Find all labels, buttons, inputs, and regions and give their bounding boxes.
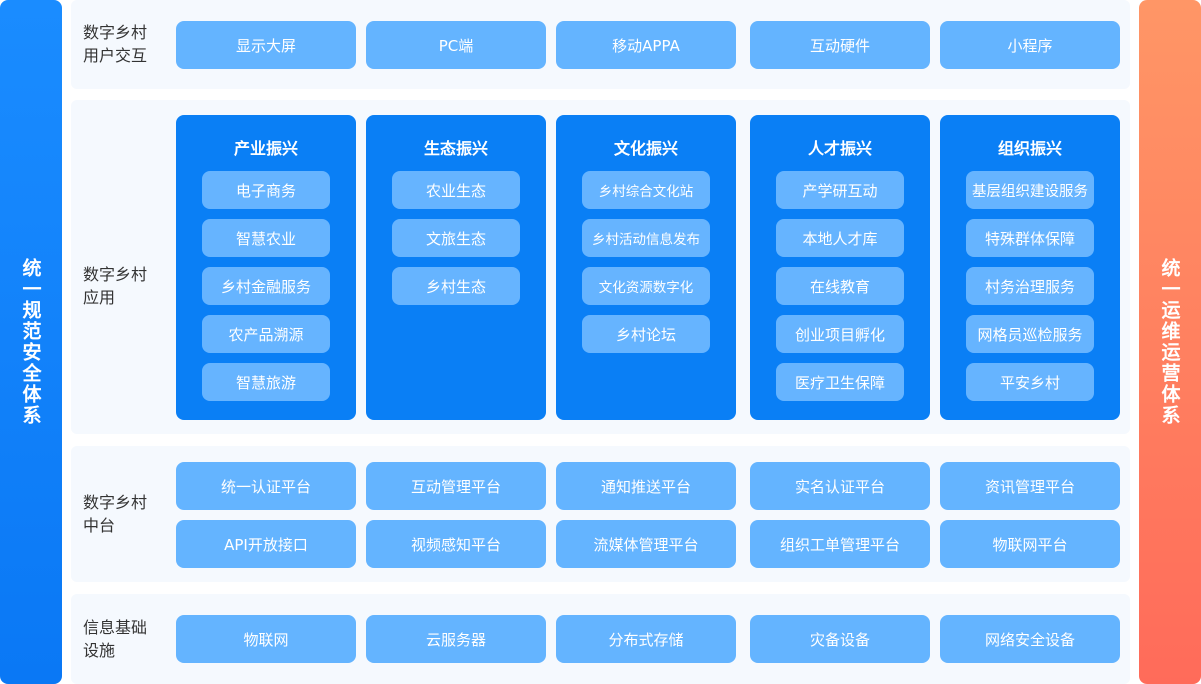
app-item[interactable]: 文旅生态	[392, 219, 520, 257]
infrastructure-item[interactable]: 灾备设备	[750, 615, 930, 663]
infrastructure-item[interactable]: 分布式存储	[556, 615, 736, 663]
app-item[interactable]: 平安乡村	[966, 363, 1094, 401]
middle-item[interactable]: 流媒体管理平台	[556, 520, 736, 568]
app-item[interactable]: 村务治理服务	[966, 267, 1094, 305]
row-label-middle: 数字乡村 中台	[83, 493, 148, 535]
interaction-item[interactable]: 移动APPA	[556, 21, 736, 69]
app-card-ecology: 生态振兴 农业生态 文旅生态 乡村生态	[366, 115, 546, 420]
interaction-item[interactable]: PC端	[366, 21, 546, 69]
middle-item[interactable]: 互动管理平台	[366, 462, 546, 510]
app-item[interactable]: 农产品溯源	[202, 315, 330, 353]
app-item[interactable]: 电子商务	[202, 171, 330, 209]
app-card-culture: 文化振兴 乡村综合文化站 乡村活动信息发布 文化资源数字化 乡村论坛	[556, 115, 736, 420]
middle-item[interactable]: 实名认证平台	[750, 462, 930, 510]
app-item[interactable]: 智慧旅游	[202, 363, 330, 401]
app-item[interactable]: 在线教育	[776, 267, 904, 305]
app-item[interactable]: 本地人才库	[776, 219, 904, 257]
row-label-application: 数字乡村 应用	[83, 265, 148, 307]
app-item[interactable]: 基层组织建设服务	[966, 171, 1094, 209]
row-label-interaction: 数字乡村 用户交互	[83, 23, 148, 65]
middle-item[interactable]: API开放接口	[176, 520, 356, 568]
app-item[interactable]: 乡村活动信息发布	[582, 219, 710, 257]
middle-item[interactable]: 物联网平台	[940, 520, 1120, 568]
middle-item[interactable]: 视频感知平台	[366, 520, 546, 568]
infrastructure-item[interactable]: 云服务器	[366, 615, 546, 663]
app-item[interactable]: 乡村生态	[392, 267, 520, 305]
app-item[interactable]: 乡村金融服务	[202, 267, 330, 305]
app-item[interactable]: 医疗卫生保障	[776, 363, 904, 401]
app-card-organization: 组织振兴 基层组织建设服务 特殊群体保障 村务治理服务 网格员巡检服务 平安乡村	[940, 115, 1120, 420]
app-item[interactable]: 乡村论坛	[582, 315, 710, 353]
app-card-title: 生态振兴	[423, 139, 488, 158]
app-item[interactable]: 文化资源数字化	[582, 267, 710, 305]
app-card-title: 产业振兴	[233, 139, 298, 158]
middle-item[interactable]: 统一认证平台	[176, 462, 356, 510]
infrastructure-item[interactable]: 物联网	[176, 615, 356, 663]
app-card-title: 组织振兴	[997, 139, 1062, 158]
app-item[interactable]: 特殊群体保障	[966, 219, 1094, 257]
right-operations-bar: 统一运维运营体系	[1139, 0, 1201, 684]
right-bar-label: 统一运维运营体系	[1158, 258, 1181, 426]
infrastructure-item[interactable]: 网络安全设备	[940, 615, 1120, 663]
app-item[interactable]: 农业生态	[392, 171, 520, 209]
app-card-industry: 产业振兴 电子商务 智慧农业 乡村金融服务 农产品溯源 智慧旅游	[176, 115, 356, 420]
app-card-title: 文化振兴	[613, 139, 678, 158]
app-item[interactable]: 智慧农业	[202, 219, 330, 257]
app-card-talent: 人才振兴 产学研互动 本地人才库 在线教育 创业项目孵化 医疗卫生保障	[750, 115, 930, 420]
middle-item[interactable]: 资讯管理平台	[940, 462, 1120, 510]
row-label-infrastructure: 信息基础 设施	[83, 618, 148, 660]
left-bar-label: 统一规范安全体系	[19, 258, 42, 426]
interaction-item[interactable]: 小程序	[940, 21, 1120, 69]
app-item[interactable]: 创业项目孵化	[776, 315, 904, 353]
interaction-item[interactable]: 互动硬件	[750, 21, 930, 69]
middle-item[interactable]: 通知推送平台	[556, 462, 736, 510]
app-item[interactable]: 网格员巡检服务	[966, 315, 1094, 353]
left-security-bar: 统一规范安全体系	[0, 0, 62, 684]
interaction-item[interactable]: 显示大屏	[176, 21, 356, 69]
app-item[interactable]: 产学研互动	[776, 171, 904, 209]
app-item[interactable]: 乡村综合文化站	[582, 171, 710, 209]
app-card-title: 人才振兴	[807, 139, 872, 158]
middle-item[interactable]: 组织工单管理平台	[750, 520, 930, 568]
